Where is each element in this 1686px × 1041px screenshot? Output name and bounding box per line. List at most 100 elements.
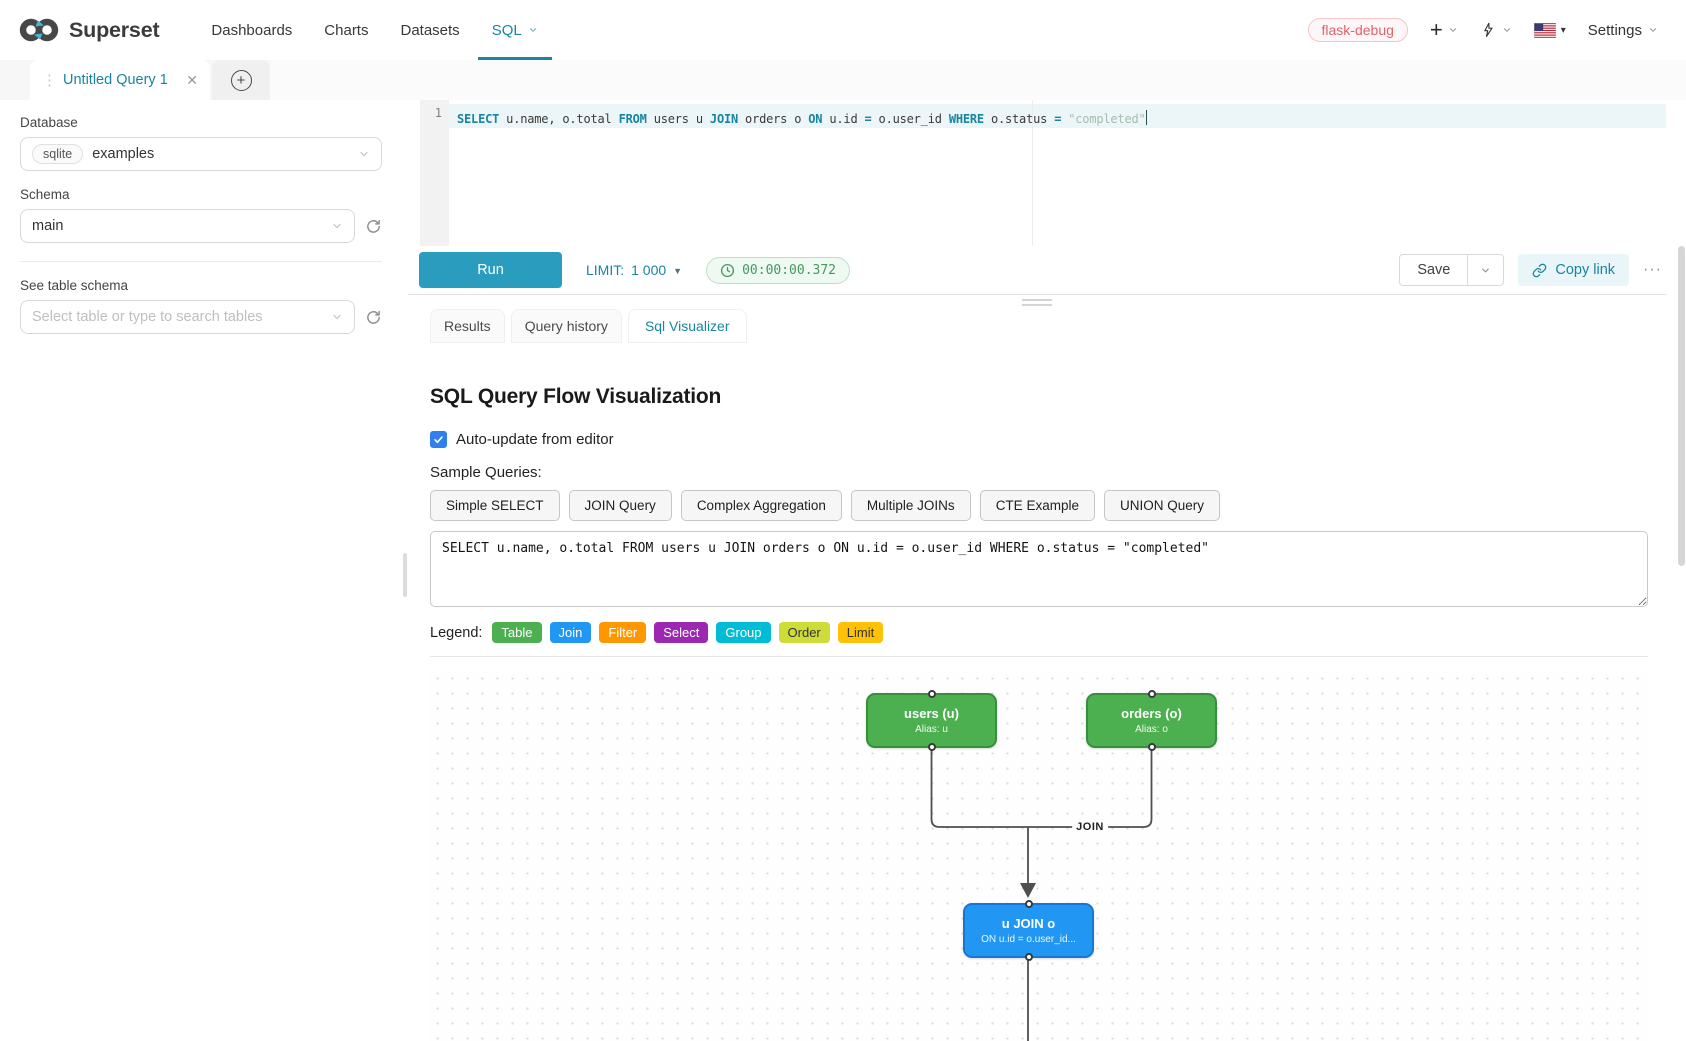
database-value: examples bbox=[92, 146, 349, 162]
auto-update-checkbox[interactable] bbox=[430, 431, 447, 448]
chevron-down-icon bbox=[331, 311, 343, 323]
editor-toolbar: Run LIMIT: 1 000 ▼ 00:00:00.372 Save bbox=[408, 246, 1666, 294]
legend-badge-table: Table bbox=[492, 622, 541, 643]
drag-dots-icon[interactable]: ⋮ bbox=[42, 71, 55, 89]
table-select[interactable]: Select table or type to search tables bbox=[20, 300, 355, 334]
node-handle[interactable] bbox=[1025, 953, 1033, 961]
table-select-placeholder: Select table or type to search tables bbox=[32, 309, 322, 325]
limit-dropdown[interactable]: LIMIT: 1 000 ▼ bbox=[586, 262, 682, 278]
schema-select[interactable]: main bbox=[20, 209, 355, 243]
more-menu-button[interactable]: ··· bbox=[1643, 261, 1662, 279]
settings-menu[interactable]: Settings bbox=[1588, 22, 1658, 39]
tab-strip-filler bbox=[270, 60, 1686, 100]
nav-item-sql[interactable]: SQL bbox=[476, 0, 554, 60]
pane-resize-handle[interactable] bbox=[1022, 299, 1052, 309]
legend-badge-group: Group bbox=[716, 622, 770, 643]
save-split-button: Save bbox=[1399, 254, 1504, 286]
superset-logo[interactable]: Superset bbox=[18, 16, 159, 44]
add-tab-icon: + bbox=[231, 70, 252, 91]
nav-item-charts[interactable]: Charts bbox=[308, 0, 384, 60]
query-search-dropdown[interactable] bbox=[1480, 19, 1512, 41]
refresh-schema-button[interactable] bbox=[365, 218, 382, 235]
node-handle[interactable] bbox=[928, 690, 936, 698]
text-cursor bbox=[1146, 110, 1148, 125]
sample-button-join-query[interactable]: JOIN Query bbox=[569, 490, 672, 521]
sample-query-buttons: Simple SELECT JOIN Query Complex Aggrega… bbox=[430, 490, 1648, 521]
main-nav: Dashboards Charts Datasets SQL bbox=[195, 0, 553, 60]
legend-badge-limit: Limit bbox=[838, 622, 883, 643]
sql-editor[interactable]: 1 SELECT u.name, o.total FROM users u JO… bbox=[408, 100, 1666, 246]
auto-update-toggle[interactable]: Auto-update from editor bbox=[430, 431, 1648, 448]
query-tab-active[interactable]: ⋮ Untitled Query 1 ✕ bbox=[30, 60, 210, 100]
tab-results[interactable]: Results bbox=[430, 309, 505, 343]
auto-update-label: Auto-update from editor bbox=[456, 431, 614, 448]
chevron-down-icon bbox=[1502, 25, 1512, 35]
node-handle[interactable] bbox=[1148, 743, 1156, 751]
sample-button-union-query[interactable]: UNION Query bbox=[1104, 490, 1220, 521]
tab-query-history[interactable]: Query history bbox=[511, 309, 622, 343]
sample-button-simple-select[interactable]: Simple SELECT bbox=[430, 490, 560, 521]
chevron-down-icon bbox=[1648, 25, 1658, 35]
link-icon bbox=[1532, 263, 1547, 278]
flow-canvas[interactable]: users (u) Alias: u orders (o) Alias: o u… bbox=[430, 671, 1648, 1041]
chevron-down-icon bbox=[1480, 265, 1491, 276]
flow-node-join[interactable]: u JOIN o ON u.id = o.user_id... bbox=[963, 903, 1094, 958]
schema-label: Schema bbox=[20, 187, 382, 202]
brand-name: Superset bbox=[69, 18, 159, 43]
edge-label-join: JOIN bbox=[1072, 820, 1108, 834]
visualizer-panel: SQL Query Flow Visualization Auto-update… bbox=[430, 343, 1648, 1041]
south-pane: Results Query history Sql Visualizer SQL… bbox=[408, 295, 1666, 1041]
sidebar-resize-handle[interactable] bbox=[403, 553, 407, 597]
us-flag-icon bbox=[1534, 23, 1556, 38]
sample-queries-label: Sample Queries: bbox=[430, 464, 1648, 481]
page-scrollbar-thumb[interactable] bbox=[1678, 246, 1685, 566]
language-picker[interactable]: ▾ bbox=[1534, 23, 1566, 38]
plus-icon: + bbox=[1430, 19, 1443, 41]
legend-badge-join: Join bbox=[550, 622, 592, 643]
node-handle[interactable] bbox=[1148, 690, 1156, 698]
sqllab-sidebar: Database sqlite examples Schema main See… bbox=[0, 100, 402, 1034]
refresh-icon bbox=[365, 218, 382, 235]
chevron-down-icon bbox=[1448, 25, 1458, 35]
sample-button-multiple-joins[interactable]: Multiple JOINs bbox=[851, 490, 971, 521]
refresh-tables-button[interactable] bbox=[365, 309, 382, 326]
copy-link-button[interactable]: Copy link bbox=[1518, 254, 1629, 286]
sidebar-divider bbox=[20, 261, 382, 262]
sql-input-textarea[interactable]: SELECT u.name, o.total FROM users u JOIN… bbox=[430, 531, 1648, 607]
flow-node-users[interactable]: users (u) Alias: u bbox=[866, 693, 997, 748]
line-number: 1 bbox=[435, 106, 442, 120]
content-divider bbox=[430, 656, 1648, 657]
elapsed-timer: 00:00:00.372 bbox=[706, 257, 850, 284]
legend-label: Legend: bbox=[430, 625, 482, 641]
result-tabs: Results Query history Sql Visualizer bbox=[430, 309, 1648, 343]
run-button[interactable]: Run bbox=[419, 252, 562, 288]
editor-gutter: 1 bbox=[420, 100, 449, 246]
schema-value: main bbox=[32, 218, 322, 234]
save-button[interactable]: Save bbox=[1399, 254, 1468, 286]
legend-badge-order: Order bbox=[779, 622, 830, 643]
flow-node-orders[interactable]: orders (o) Alias: o bbox=[1086, 693, 1217, 748]
nav-item-dashboards[interactable]: Dashboards bbox=[195, 0, 308, 60]
superset-infinity-icon bbox=[18, 16, 60, 44]
tab-sql-visualizer[interactable]: Sql Visualizer bbox=[628, 309, 747, 343]
node-handle[interactable] bbox=[1025, 900, 1033, 908]
query-tab-bar: ⋮ Untitled Query 1 ✕ + bbox=[0, 60, 1686, 100]
limit-value: 1 000 bbox=[631, 262, 666, 278]
add-query-tab-button[interactable]: + bbox=[212, 60, 270, 100]
legend: Legend: Table Join Filter Select Group O… bbox=[430, 622, 1648, 643]
database-label: Database bbox=[20, 115, 382, 130]
database-select[interactable]: sqlite examples bbox=[20, 137, 382, 171]
clock-icon bbox=[720, 263, 735, 278]
new-item-dropdown[interactable]: + bbox=[1430, 19, 1458, 41]
chevron-down-icon bbox=[358, 148, 370, 160]
caret-down-icon: ▼ bbox=[673, 265, 682, 276]
sample-button-cte-example[interactable]: CTE Example bbox=[980, 490, 1095, 521]
close-icon[interactable]: ✕ bbox=[186, 72, 198, 89]
node-handle[interactable] bbox=[928, 743, 936, 751]
save-dropdown-button[interactable] bbox=[1468, 254, 1504, 286]
nav-item-datasets[interactable]: Datasets bbox=[384, 0, 475, 60]
table-schema-label: See table schema bbox=[20, 278, 382, 293]
refresh-icon bbox=[365, 309, 382, 326]
lightning-icon bbox=[1480, 19, 1497, 41]
sample-button-complex-aggregation[interactable]: Complex Aggregation bbox=[681, 490, 842, 521]
